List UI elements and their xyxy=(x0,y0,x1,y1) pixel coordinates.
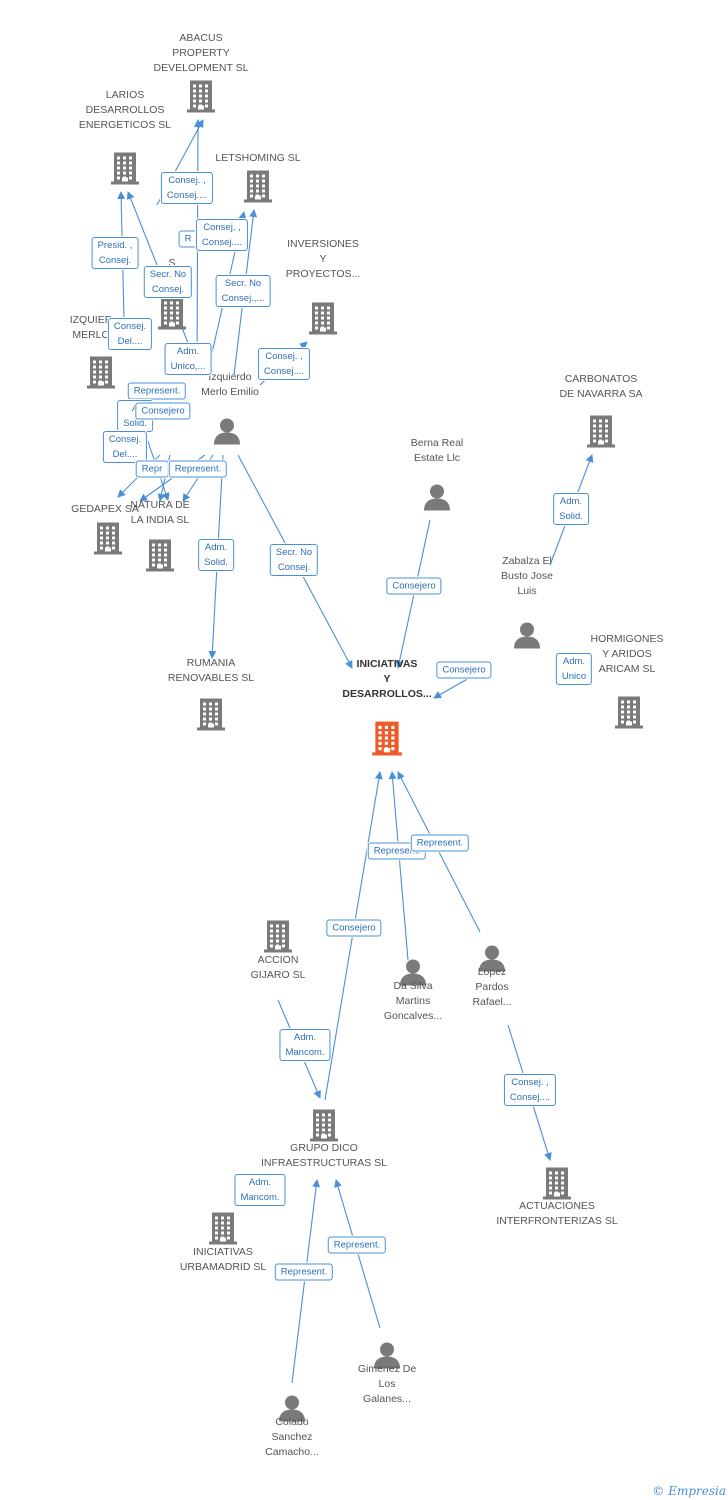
node-label-colado[interactable]: Colado Sanchez Camacho... xyxy=(265,1415,319,1458)
building-icon[interactable] xyxy=(186,79,216,118)
relation-label[interactable]: Consej. , Consej.... xyxy=(503,1074,557,1106)
node-label-urbamadrid[interactable]: INICIATIVAS URBAMADRID SL xyxy=(179,1246,267,1273)
building-icon[interactable] xyxy=(308,301,338,340)
node-label-inversiones[interactable]: INVERSIONES Y PROYECTOS... xyxy=(285,237,361,280)
relation-label[interactable]: Represent. xyxy=(168,460,228,478)
building-icon[interactable] xyxy=(145,538,175,577)
brand-name: Empresia xyxy=(668,1484,726,1498)
relation-edge xyxy=(397,771,481,933)
building-icon[interactable] xyxy=(542,1166,572,1205)
relation-label[interactable]: Represent. xyxy=(127,382,187,400)
relation-edge xyxy=(157,454,171,502)
relation-label[interactable]: Secr. No Consej.,... xyxy=(215,275,271,307)
node-label-iniciativas[interactable]: INICIATIVAS Y DESARROLLOS... xyxy=(342,657,432,700)
relation-label[interactable]: Adm. Solid. xyxy=(553,493,589,525)
node-label-letshoming[interactable]: LETSHOMING SL xyxy=(215,151,301,164)
relation-label[interactable]: Consej. , Consej.... xyxy=(160,172,214,204)
relation-edge xyxy=(388,771,409,961)
building-icon[interactable] xyxy=(586,414,616,453)
node-label-gimenez[interactable]: Gimenez De Los Galanes... xyxy=(357,1362,417,1405)
relation-label[interactable]: Repr xyxy=(135,460,169,478)
relation-label[interactable]: Represent. xyxy=(327,1236,387,1254)
node-label-izquierdo[interactable]: Izquierdo Merlo Emilio xyxy=(201,371,259,398)
person-icon[interactable] xyxy=(372,1340,402,1375)
node-label-rumania[interactable]: RUMANIA RENOVABLES SL xyxy=(167,657,255,684)
person-icon[interactable] xyxy=(398,957,428,992)
relation-edge xyxy=(291,1179,321,1384)
person-icon[interactable] xyxy=(422,482,452,517)
building-icon[interactable] xyxy=(208,1211,238,1250)
relation-label[interactable]: Consej. , Consej.... xyxy=(195,219,249,251)
node-label-grupodico[interactable]: GRUPO DICO INFRAESTRUCTURAS SL xyxy=(260,1142,388,1169)
building-icon[interactable] xyxy=(93,521,123,560)
relation-label[interactable]: Consej. Del.... xyxy=(102,431,148,463)
node-label-zabalza[interactable]: Zabalza El Busto Jose Luis xyxy=(501,554,553,597)
node-label-abacus[interactable]: ABACUS PROPERTY DEVELOPMENT SL xyxy=(153,31,249,74)
relation-label[interactable]: Consejero xyxy=(135,402,191,420)
relation-label[interactable]: Consejero xyxy=(386,577,442,595)
node-label-hidden_s[interactable]: S xyxy=(168,256,176,269)
relation-label[interactable]: Secr. No Consej. xyxy=(269,544,319,576)
building-icon[interactable] xyxy=(309,1108,339,1147)
relation-label[interactable]: Adm. Mancom. xyxy=(279,1029,331,1061)
relation-label[interactable]: Presid. , Consej. xyxy=(91,237,139,269)
relation-label[interactable]: Adm. Mancom. xyxy=(234,1174,286,1206)
person-icon[interactable] xyxy=(212,416,242,451)
relation-label[interactable]: Represent. xyxy=(274,1263,334,1281)
node-label-actuaciones[interactable]: ACTUACIONES INTERFRONTERIZAS SL xyxy=(496,1200,618,1227)
copyright-icon: © xyxy=(652,1484,665,1498)
node-label-izquierdo_partial[interactable]: IZQUIER MERLO xyxy=(69,314,113,341)
node-label-larios[interactable]: LARIOS DESARROLLOS ENERGETICOS SL xyxy=(78,88,172,131)
relation-label[interactable]: Consej. Del.... xyxy=(107,318,153,350)
node-label-berna[interactable]: Berna Real Estate Llc xyxy=(410,437,464,464)
building-icon[interactable] xyxy=(263,919,293,958)
node-label-dasilva[interactable]: Da Silva Martins Goncalves... xyxy=(383,979,443,1022)
building-icon[interactable] xyxy=(614,695,644,734)
relation-label[interactable]: Represent. xyxy=(410,834,470,852)
relation-label[interactable]: Adm. Unico xyxy=(555,653,593,685)
building-icon[interactable] xyxy=(86,355,116,394)
person-icon[interactable] xyxy=(277,1393,307,1428)
node-label-accion[interactable]: ACCION GIJARO SL xyxy=(250,954,306,981)
brand-footer[interactable]: ©Empresia xyxy=(652,1484,726,1498)
relation-label[interactable]: Secr. No Consej. xyxy=(143,266,193,298)
node-label-gedapex[interactable]: GEDAPEX SA xyxy=(71,502,139,515)
building-icon[interactable] xyxy=(196,697,226,736)
relation-label[interactable]: Adm. Unico,... xyxy=(164,343,212,375)
node-label-hormigones[interactable]: HORMIGONES Y ARIDOS ARICAM SL xyxy=(590,632,664,675)
node-label-lopez[interactable]: Lopez Pardos Rafael... xyxy=(472,965,512,1008)
relation-edge xyxy=(334,1179,381,1329)
relation-label[interactable]: R xyxy=(178,230,198,248)
relation-label[interactable]: Consejero xyxy=(326,919,382,937)
relation-label[interactable]: Adm. Solid. xyxy=(198,539,234,571)
node-label-natura[interactable]: NATURA DE LA INDIA SL xyxy=(130,499,190,526)
building-icon[interactable] xyxy=(243,169,273,208)
node-label-carbonatos[interactable]: CARBONATOS DE NAVARRA SA xyxy=(559,373,643,400)
person-icon[interactable] xyxy=(512,620,542,655)
relation-label[interactable]: Consej. , Consej.... xyxy=(257,348,311,380)
building-icon[interactable] xyxy=(371,720,403,761)
relation-label[interactable]: Consejero xyxy=(436,661,492,679)
person-icon[interactable] xyxy=(477,943,507,978)
building-icon[interactable] xyxy=(157,296,187,335)
building-icon[interactable] xyxy=(110,151,140,190)
